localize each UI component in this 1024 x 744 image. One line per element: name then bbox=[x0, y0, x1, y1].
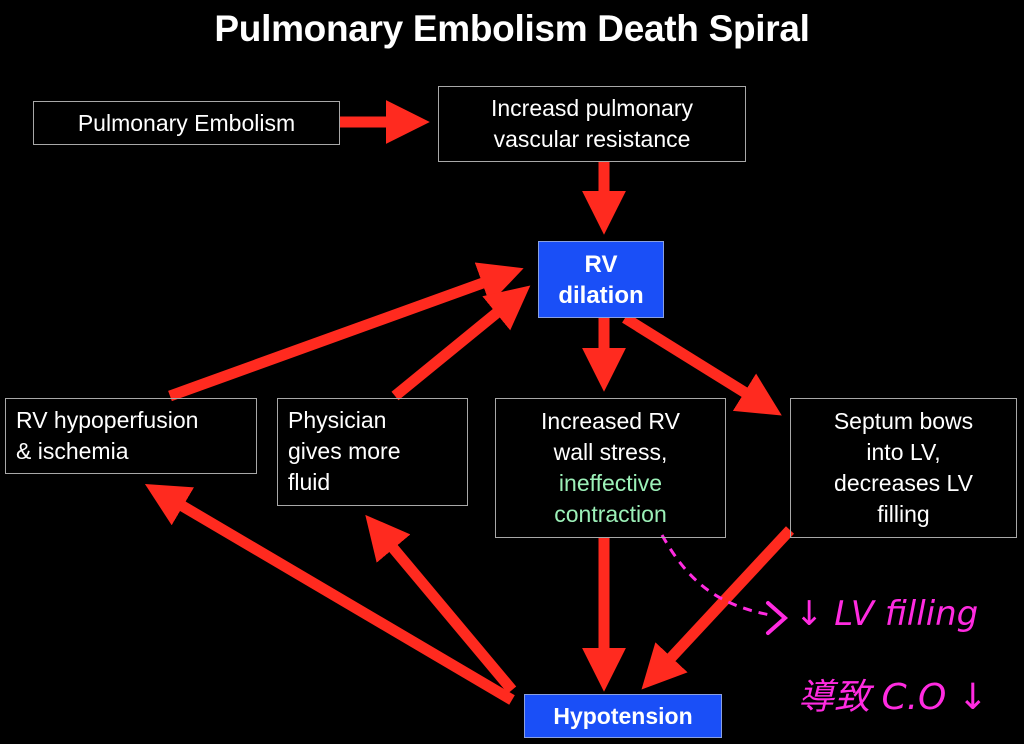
annotation-arrowhead-icon bbox=[766, 601, 789, 635]
node-hypotension: Hypotension bbox=[524, 694, 722, 738]
node-text: filling bbox=[877, 501, 930, 527]
node-highlight-text: contraction bbox=[554, 501, 667, 527]
node-text: gives more bbox=[288, 438, 401, 464]
node-text: fluid bbox=[288, 469, 331, 495]
arrow-rv-dilation-to-septum bbox=[622, 313, 782, 416]
node-highlight-text: ineffective bbox=[558, 470, 663, 496]
annotation-lv-filling: ↓ LV filling bbox=[795, 594, 979, 634]
arrow-hypoperfusion-to-rv-dilation bbox=[168, 262, 524, 402]
node-text: Increasd pulmonary bbox=[491, 95, 693, 121]
slide-title: Pulmonary Embolism Death Spiral bbox=[214, 8, 810, 49]
node-text: RV bbox=[584, 250, 618, 278]
node-text: into LV, bbox=[866, 439, 941, 465]
annotation-cardiac-output: 導致 C.O ↓ bbox=[798, 677, 988, 718]
node-text: Physician bbox=[288, 407, 387, 433]
node-text: Septum bows bbox=[833, 408, 974, 434]
node-text: Pulmonary Embolism bbox=[77, 109, 296, 136]
node-text: & ischemia bbox=[16, 438, 129, 464]
node-septum-bows: Septum bows into LV, decreases LV fillin… bbox=[790, 398, 1017, 538]
node-pulmonary-embolism: Pulmonary Embolism bbox=[33, 101, 340, 145]
node-text: wall stress, bbox=[553, 439, 668, 465]
node-text: dilation bbox=[558, 281, 644, 309]
node-rv-hypoperfusion: RV hypoperfusion & ischemia bbox=[5, 398, 257, 474]
node-physician-fluid: Physician gives more fluid bbox=[277, 398, 468, 506]
annotation-dashed-arrow bbox=[660, 534, 771, 617]
node-increased-pvr: Increasd pulmonary vascular resistance bbox=[438, 86, 746, 162]
arrow-septum-to-hypotension bbox=[641, 526, 795, 690]
node-rv-wall-stress: Increased RV wall stress, ineffective co… bbox=[495, 398, 726, 538]
node-text: Hypotension bbox=[553, 702, 693, 729]
arrow-fluid-to-rv-dilation bbox=[391, 285, 531, 401]
node-text: Increased RV bbox=[541, 408, 680, 434]
arrow-hypotension-to-fluid bbox=[365, 514, 517, 694]
node-rv-dilation: RV dilation bbox=[538, 241, 664, 318]
arrow-hypotension-to-hypoperfusion bbox=[144, 483, 515, 705]
node-text: vascular resistance bbox=[493, 126, 691, 152]
node-text: decreases LV bbox=[834, 470, 973, 496]
node-text: RV hypoperfusion bbox=[16, 407, 199, 433]
